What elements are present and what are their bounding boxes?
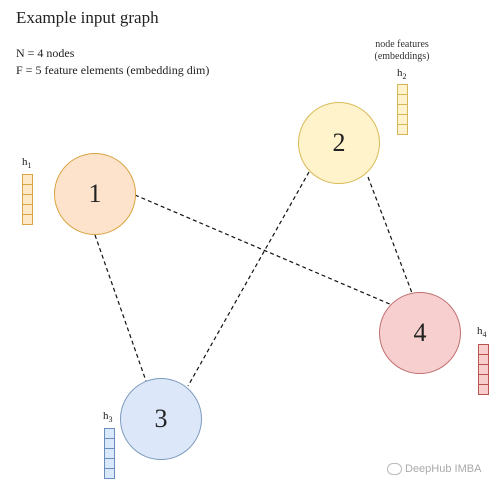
node-3: 3 (120, 378, 202, 460)
h-label-1: h1 (22, 156, 32, 171)
watermark: DeepHub IMBA (387, 463, 481, 476)
node-1: 1 (54, 153, 136, 235)
info-node-count: N = 4 nodes (16, 46, 75, 60)
node-2: 2 (298, 102, 380, 184)
h-label-3: h3 (103, 410, 113, 425)
diagram-title: Example input graph (16, 8, 159, 27)
info-feature-count: F = 5 feature elements (embedding dim) (16, 63, 210, 77)
feature-vector-3 (104, 428, 115, 479)
feature-cell (22, 214, 33, 225)
feature-vector-1 (22, 174, 33, 225)
feature-caption-line2: (embeddings) (374, 51, 430, 62)
edge-1-3 (94, 234, 147, 382)
edge-2-4 (367, 176, 413, 294)
feature-vector-4 (478, 344, 489, 395)
feature-cell (397, 124, 408, 135)
edge-2-3 (187, 171, 310, 387)
feature-vector-2 (397, 84, 408, 135)
feature-cell (104, 468, 115, 479)
edge-1-4 (134, 194, 393, 306)
feature-caption-line1: node features (375, 39, 429, 50)
h-label-2: h2 (397, 67, 407, 82)
feature-cell (478, 384, 489, 395)
h-label-4: h4 (477, 325, 487, 340)
node-4: 4 (379, 292, 461, 374)
wechat-icon (387, 463, 402, 476)
